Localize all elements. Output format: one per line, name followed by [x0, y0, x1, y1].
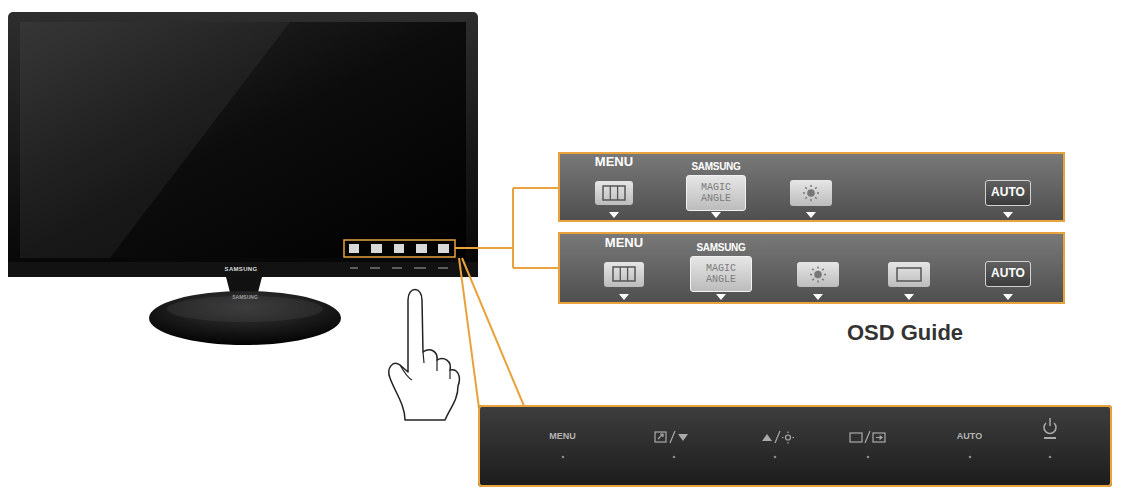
osd-panel-part: [814, 271, 822, 279]
osd-panel-part: [810, 267, 826, 283]
button-text: MAGIC ANGLE: [687, 182, 745, 204]
osd-panel-part: [558, 232, 1065, 304]
osd-panel-part: [610, 186, 617, 200]
osd-panel-part: [613, 267, 635, 281]
button-label: MENU: [605, 236, 643, 250]
button-bar: [478, 405, 1112, 487]
osd-guide-panel: MAGIC ANGLE AUTO MENU SAMSUNG: [558, 232, 1065, 304]
osd-panel-part: [604, 262, 644, 287]
osd-panel-part: [558, 152, 1065, 222]
osd-panel: [558, 152, 1065, 304]
osd-panel-part: [603, 186, 625, 200]
brand-logo: SAMSUNG: [225, 266, 258, 273]
osd-panel-part: [620, 267, 627, 281]
osd-panel-part: [807, 189, 815, 197]
button-bar-part-part: [658, 434, 663, 439]
button-bar-part-part: [774, 456, 777, 459]
monitor-part: [149, 291, 341, 345]
monitor-part: [371, 244, 382, 253]
button-bar-part-part: [1049, 456, 1052, 459]
button-bar-part-part: [876, 436, 882, 440]
osd-guide-panel: MAGIC ANGLE AUTO MENU SAMSUNG: [558, 152, 1065, 222]
button-bar-part-part: [1044, 418, 1056, 433]
button-bar-part-part: [670, 431, 675, 443]
monitor-part: [167, 296, 323, 322]
osd-panel-part: [619, 294, 1013, 300]
button-bar-part-part: [1044, 437, 1056, 439]
monitor-part: [8, 12, 478, 277]
auto-button: AUTO: [985, 180, 1031, 206]
button-bar-part: [562, 456, 1052, 459]
osd-panel-part: [888, 262, 930, 287]
brand-logo: SAMSUNG: [232, 295, 258, 301]
pointing-hand-part: [389, 290, 460, 421]
monitor-part: [394, 244, 404, 253]
button-bar-part-part: [786, 435, 791, 440]
button-bar-part-part: [873, 433, 885, 442]
figure-title: OSD Guide: [847, 321, 963, 345]
button-bar-part: [478, 405, 1112, 487]
front-button-bar: MENU AUTO: [478, 405, 1112, 487]
button-text: AUTO: [991, 267, 1025, 280]
pointing-hand: [389, 290, 460, 421]
osd-panel-part: [797, 262, 839, 287]
osd-panel-part: [595, 181, 633, 205]
button-bar-part-part: [655, 432, 666, 442]
button-label: AUTO: [957, 432, 982, 442]
button-bar-part-part: [673, 456, 676, 459]
button-text: MAGIC ANGLE: [691, 263, 751, 285]
button-bar-part-part: [850, 433, 862, 442]
osd-panel-part: [897, 268, 921, 281]
button-label: MENU: [549, 432, 576, 442]
osd-panel-part: [803, 185, 819, 201]
monitor-part: [349, 244, 359, 253]
button-bar-part-part: [969, 456, 972, 459]
magic-angle-button: MAGIC ANGLE: [686, 175, 746, 211]
auto-button: AUTO: [985, 261, 1031, 287]
monitor: [8, 12, 478, 345]
monitor-part: [20, 22, 466, 258]
callout-bracket: [455, 188, 558, 408]
callout-bracket-part: [455, 188, 558, 268]
monitor-part: [416, 244, 427, 253]
button-bar-part-part: [867, 456, 870, 459]
magic-angle-button: MAGIC ANGLE: [690, 256, 752, 292]
button-bar-part-part: [782, 432, 794, 444]
monitor-part: [8, 262, 478, 277]
button-bar-part-part: [562, 456, 565, 459]
pointing-hand-part: [400, 352, 450, 380]
brand-label: SAMSUNG: [696, 242, 745, 253]
callout-bracket-part: [459, 258, 524, 408]
osd-panel-part: [790, 180, 832, 206]
button-bar-part: [655, 418, 1056, 444]
monitor-part: [438, 244, 449, 253]
brand-label: SAMSUNG: [691, 161, 740, 172]
button-label: MENU: [595, 155, 633, 169]
monitor-part: [344, 240, 455, 257]
button-text: AUTO: [991, 186, 1025, 199]
osd-panel-part: [609, 212, 1013, 218]
button-bar-part-part: [865, 431, 870, 443]
button-bar-part: [678, 434, 772, 441]
monitor-part: [20, 22, 290, 258]
button-bar-part-part: [775, 431, 780, 443]
monitor-part: [350, 267, 448, 269]
